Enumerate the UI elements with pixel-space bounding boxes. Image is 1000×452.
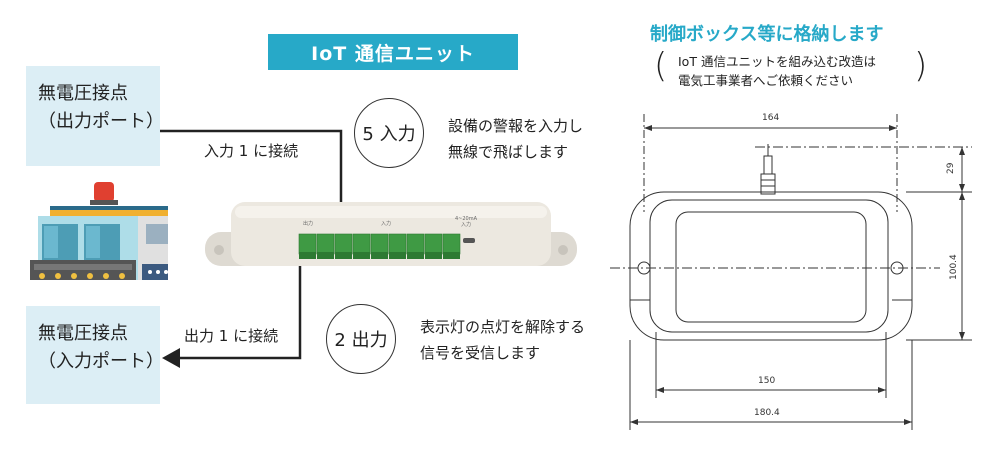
iot-device-image: 出力 入力 4~20mA 入力 — [205, 202, 577, 266]
note-close-paren: ) — [914, 46, 928, 86]
dim-outer-width: 180.4 — [754, 408, 780, 418]
dimension-drawing: 164 29 100.4 150 180.4 — [610, 113, 972, 430]
page-title: IoT 通信ユニット — [268, 34, 518, 70]
output-port-label: 無電圧接点 — [38, 83, 128, 104]
dim-height: 100.4 — [949, 254, 959, 280]
input-port-sublabel: （入力ポート） — [38, 351, 164, 372]
output-port-sublabel: （出力ポート） — [38, 111, 164, 132]
output-desc-line2: 信号を受信します — [420, 344, 541, 362]
connect-output-label: 出力 1 に接続 — [184, 327, 279, 345]
note-line1: IoT 通信ユニットを組み込む改造は — [678, 54, 876, 69]
input-count-circle: 5 入力 — [354, 98, 424, 168]
input-desc-line2: 無線で飛ばします — [448, 143, 569, 161]
device-output-label: 出力 — [303, 220, 313, 227]
connect-input-label: 入力 1 に接続 — [204, 142, 299, 160]
output-description: 表示灯の点灯を解除する 信号を受信します — [420, 314, 585, 366]
output-desc-line1: 表示灯の点灯を解除する — [420, 318, 586, 336]
note-open-paren: ( — [654, 46, 668, 86]
output-count-circle: 2 出力 — [326, 304, 396, 374]
note-line2: 電気工事業者へご依頼ください — [678, 73, 854, 88]
input-desc-line1: 設備の警報を入力し — [448, 117, 584, 135]
right-title: 制御ボックス等に格納します — [650, 24, 884, 45]
device-analog-input-label: 入力 — [461, 221, 471, 228]
device-analog-label: 4~20mA — [455, 216, 478, 222]
dim-inner-width: 150 — [758, 376, 775, 386]
device-input-label: 入力 — [381, 220, 391, 227]
input-port-label: 無電圧接点 — [38, 323, 128, 344]
input-description: 設備の警報を入力し 無線で飛ばします — [448, 113, 583, 165]
output-port-box: 無電圧接点 （出力ポート） — [26, 66, 164, 166]
input-port-box: 無電圧接点 （入力ポート） — [26, 306, 164, 404]
installation-note: IoT 通信ユニットを組み込む改造は 電気工事業者へご依頼ください — [678, 52, 876, 90]
dim-top-height: 29 — [946, 162, 956, 174]
factory-icon — [30, 182, 168, 280]
dim-top-width: 164 — [762, 113, 779, 123]
